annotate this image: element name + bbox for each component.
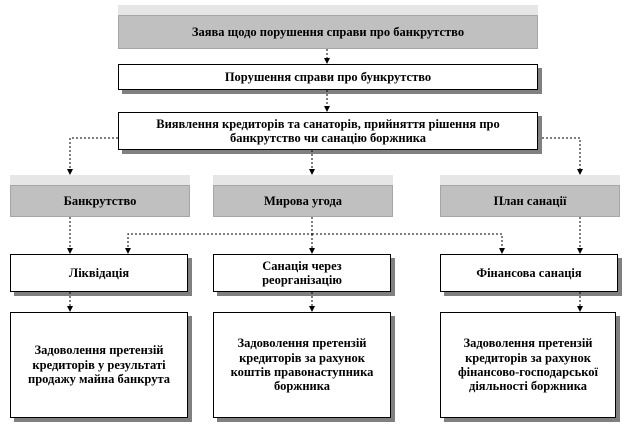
claims-successor-box: Задоволення претензій кредиторів за раху…	[213, 312, 391, 418]
identification-box: Виявлення кредиторів та санаторів, прийн…	[118, 112, 538, 150]
liquidation-label: Ліквідація	[68, 265, 130, 280]
sanation-plan-box-bevel	[440, 175, 620, 185]
arrow-identification-to-sanation-plan	[542, 137, 583, 175]
arrow-identification-to-bankruptcy	[67, 137, 118, 175]
claims-sale-box: Задоволення претензій кредиторів у резул…	[10, 312, 188, 418]
initiation-label: Порушення справи про бункрутство	[224, 69, 432, 84]
bankruptcy-box: Банкрутство	[10, 185, 190, 217]
settlement-box: Мирова угода	[213, 185, 393, 217]
bankruptcy-label: Банкрутство	[63, 193, 137, 208]
financial-sanation-label: Фінансова санація	[476, 265, 582, 280]
claims-activity-label: Задоволення претензій кредиторів за раху…	[457, 336, 599, 394]
liquidation-box: Ліквідація	[10, 254, 188, 292]
financial-sanation-box: Фінансова санація	[440, 254, 618, 292]
application-box-bevel	[118, 5, 538, 15]
claims-sale-label: Задоволення претензій кредиторів у резул…	[28, 343, 170, 387]
application-label: Заява щодо порушення справи про банкрутс…	[191, 24, 465, 39]
claims-successor-label: Задоволення претензій кредиторів за раху…	[230, 336, 374, 394]
settlement-label: Мирова угода	[263, 193, 343, 208]
claims-activity-box: Задоволення претензій кредиторів за раху…	[440, 312, 616, 418]
settlement-box-bevel	[213, 175, 393, 185]
sanation-plan-box: План санації	[440, 185, 620, 217]
arrow-settlement-to-liquidation	[125, 217, 313, 254]
reorg-sanation-label: Санація через реорганізацію	[262, 258, 342, 287]
initiation-box: Порушення справи про бункрутство	[118, 64, 538, 90]
arrow-settlement-to-financial-sanation	[312, 233, 505, 254]
identification-label: Виявлення кредиторів та санаторів, прийн…	[156, 116, 500, 145]
bankruptcy-box-bevel	[10, 175, 190, 185]
sanation-plan-label: План санації	[493, 193, 567, 208]
reorg-sanation-box: Санація через реорганізацію	[213, 254, 391, 292]
application-box: Заява щодо порушення справи про банкрутс…	[118, 15, 538, 49]
